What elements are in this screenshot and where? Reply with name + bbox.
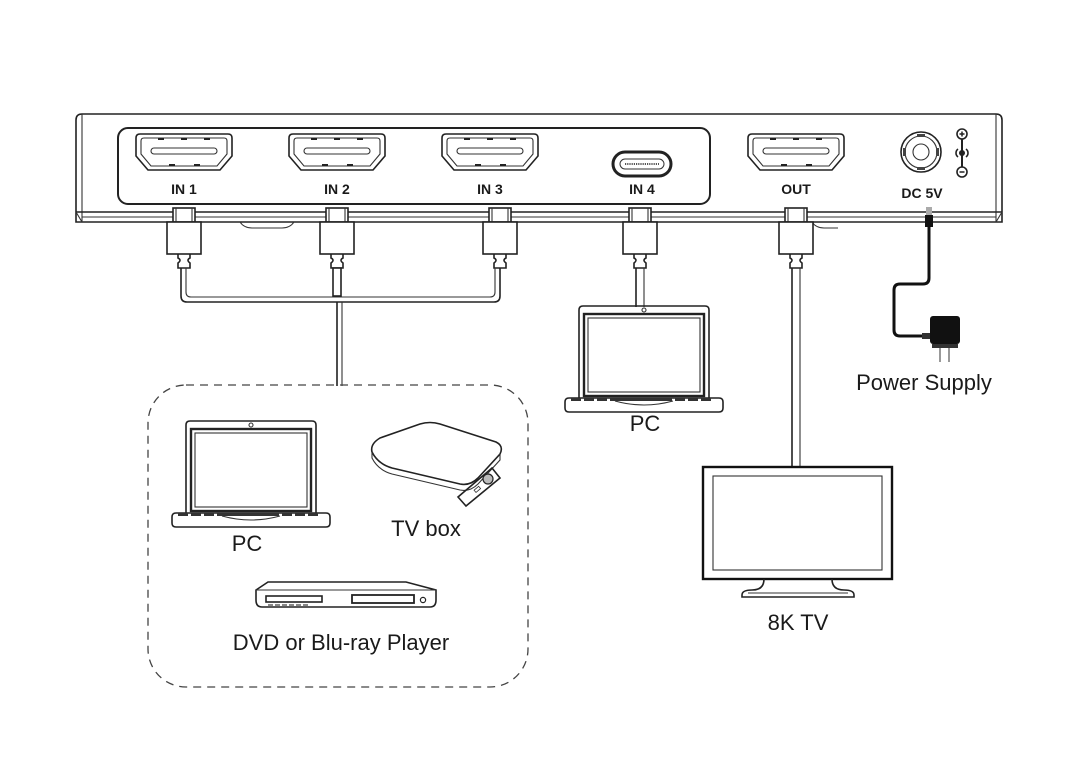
port-in1: IN 1 bbox=[135, 133, 233, 197]
port-label-in2: IN 2 bbox=[324, 181, 350, 197]
usb-c-port-icon bbox=[611, 150, 673, 178]
power-adapter-icon bbox=[930, 316, 960, 362]
dc-jack-icon bbox=[900, 131, 942, 173]
usb-c-cable-in4 bbox=[622, 207, 658, 307]
sources-group: PC TV box DVD or Blu-ray Player bbox=[147, 384, 529, 688]
port-label-in4: IN 4 bbox=[629, 181, 655, 197]
port-label-in1: IN 1 bbox=[171, 181, 197, 197]
source-label-disc-player: DVD or Blu-ray Player bbox=[233, 630, 449, 655]
laptop-icon bbox=[563, 304, 725, 414]
output-device-label: 8K TV bbox=[768, 610, 829, 635]
input-cable-bus bbox=[180, 267, 501, 386]
in4-device-label: PC bbox=[630, 411, 661, 436]
port-label-in3: IN 3 bbox=[477, 181, 503, 197]
port-out: OUT bbox=[747, 133, 845, 197]
port-label-out: OUT bbox=[781, 181, 811, 197]
power-cable bbox=[892, 207, 933, 339]
port-in4: IN 4 bbox=[611, 150, 673, 197]
laptop-icon bbox=[170, 419, 332, 529]
port-in2: IN 2 bbox=[288, 133, 386, 197]
center-positive-polarity-icon bbox=[955, 128, 969, 178]
power-supply-label: Power Supply bbox=[856, 370, 992, 395]
port-dc: DC 5V bbox=[900, 131, 943, 201]
port-in3: IN 3 bbox=[441, 133, 539, 197]
disc-player-icon bbox=[255, 581, 437, 608]
tv-box-icon bbox=[370, 421, 503, 508]
hdmi-cable-out bbox=[778, 207, 814, 467]
port-label-dc: DC 5V bbox=[901, 185, 943, 201]
remote-control-icon bbox=[456, 466, 502, 508]
source-label-pc: PC bbox=[232, 531, 263, 556]
input-panel bbox=[117, 127, 711, 205]
tv-icon bbox=[701, 465, 894, 598]
switch-device bbox=[75, 113, 1003, 229]
source-label-tv-box: TV box bbox=[391, 516, 461, 541]
